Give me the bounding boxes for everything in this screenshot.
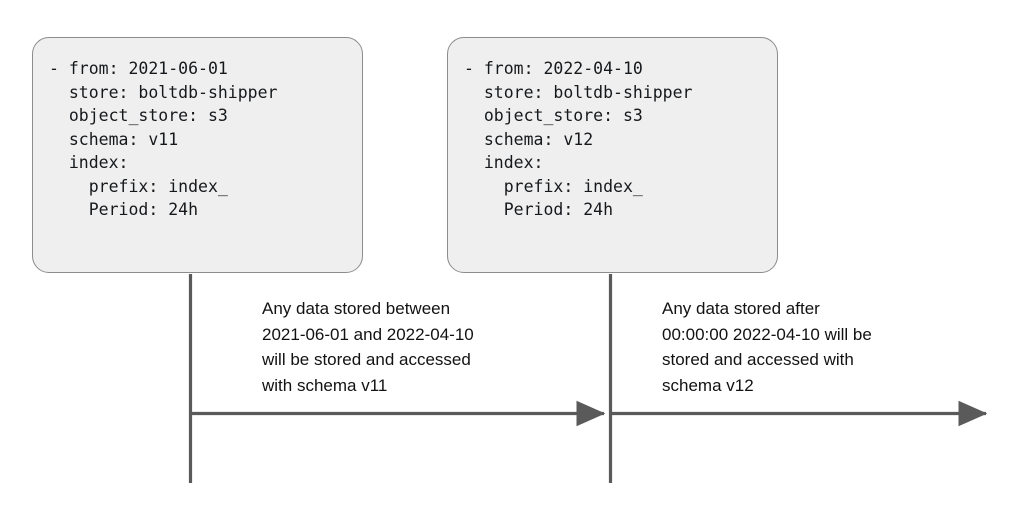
config-box-schema-v12: - from: 2022-04-10 store: boltdb-shipper… (447, 37, 778, 273)
config-box-schema-v11: - from: 2021-06-01 store: boltdb-shipper… (32, 37, 363, 273)
annotation-second-period: Any data stored after 00:00:00 2022-04-1… (662, 299, 872, 395)
config-yaml-v12: - from: 2022-04-10 store: boltdb-shipper… (464, 59, 693, 219)
config-yaml-v11: - from: 2021-06-01 store: boltdb-shipper… (49, 59, 278, 219)
annotation-first-period: Any data stored between 2021-06-01 and 2… (262, 299, 474, 395)
